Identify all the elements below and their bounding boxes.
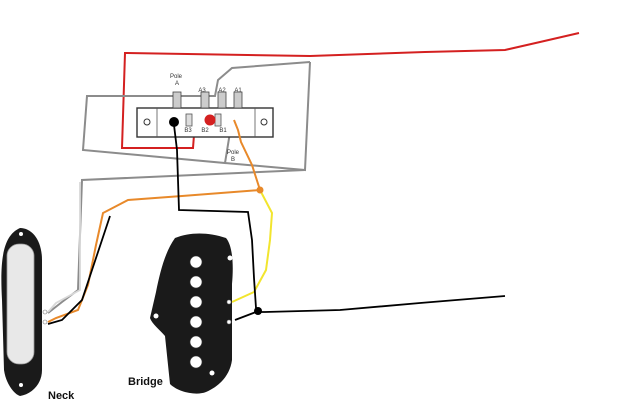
bridge-pole-pieces — [189, 255, 203, 369]
black-junction — [254, 307, 262, 315]
switch-mount-hole-left — [143, 118, 151, 126]
neck-label: Neck — [48, 390, 75, 402]
label-a2: A2 — [218, 88, 226, 94]
orange-wire — [47, 119, 262, 323]
bridge-mount-hole-left — [153, 313, 159, 319]
neck-mount-screw-bottom — [19, 383, 23, 387]
label-a1: A1 — [234, 88, 242, 94]
black-ground-wire — [234, 295, 506, 321]
neck-pickup — [1, 228, 48, 396]
label-pole-b-line2: B — [231, 157, 235, 163]
orange-junction — [256, 186, 264, 194]
switch-body — [136, 91, 274, 138]
bridge-pickup — [150, 233, 233, 394]
black-solder-point — [169, 117, 179, 127]
yellow-wire — [231, 189, 274, 303]
gray-ground-wire — [47, 169, 306, 314]
switch-top-lugs — [172, 91, 243, 109]
label-b2: B2 — [201, 128, 209, 134]
bridge-label: Bridge — [128, 376, 163, 388]
label-b3: B3 — [184, 128, 192, 134]
label-b1: B1 — [219, 128, 227, 134]
switch-mount-hole-right — [260, 118, 268, 126]
red-solder-point — [204, 114, 216, 126]
label-pole-b-line1: Pole — [227, 150, 240, 156]
black-wire-neck — [47, 215, 111, 325]
label-pole-a-line2: A — [175, 81, 179, 87]
label-pole-a-line1: Pole — [170, 74, 183, 80]
white-wire — [47, 182, 81, 313]
label-a3: A3 — [198, 88, 206, 94]
bridge-mount-hole-top — [227, 255, 233, 261]
bridge-mount-hole-bottom — [209, 370, 215, 376]
neck-mount-screw-top — [19, 232, 23, 236]
black-wire-switch — [173, 124, 257, 309]
